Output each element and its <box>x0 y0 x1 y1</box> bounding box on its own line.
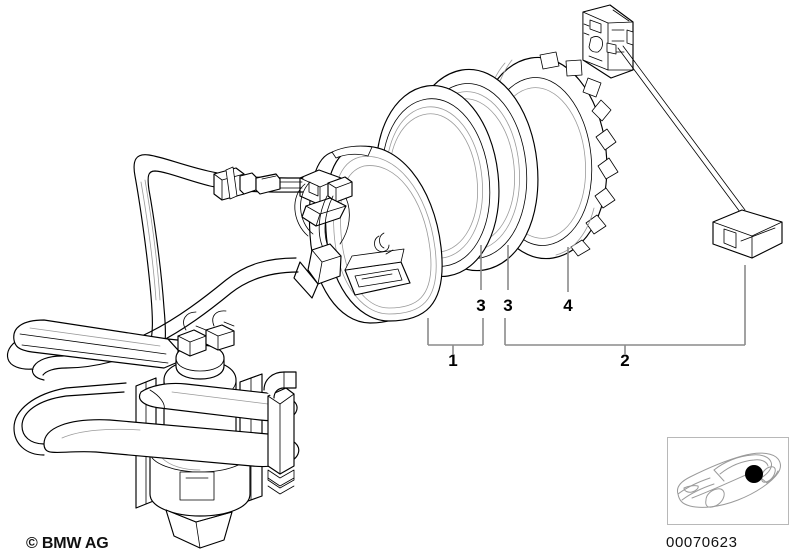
locking-ring-teeth <box>539 51 619 257</box>
callout-1: 1 <box>448 351 458 370</box>
vehicle-outline-drawing <box>677 452 781 508</box>
bracket-1 <box>427 318 484 354</box>
part-fuel-level-sender <box>582 4 783 259</box>
flange-connectors <box>294 169 353 253</box>
part-fuel-pump-flange <box>293 145 443 324</box>
vehicle-location-thumbnail <box>667 437 789 525</box>
diagram-part-number: 00070623 <box>666 534 738 551</box>
copyright-notice: © BMW AG <box>26 535 109 552</box>
callout-3a: 3 <box>476 296 486 315</box>
flange-grab-tab <box>344 248 411 296</box>
part-fuel-pump-module <box>13 310 300 549</box>
location-marker-dot <box>745 465 763 483</box>
sender-float <box>712 209 783 259</box>
bracket-2 <box>504 265 746 354</box>
sender-body <box>582 4 634 79</box>
part-fuel-hoses-upper <box>6 154 304 381</box>
callout-2: 2 <box>620 351 630 370</box>
callout-4: 4 <box>563 296 573 315</box>
hose-connector-upper <box>213 166 281 201</box>
callout-3b: 3 <box>503 296 513 315</box>
flange-emblem <box>374 232 394 255</box>
flange-side-bracket <box>293 243 342 299</box>
sender-rod <box>617 45 746 213</box>
callout-leaders <box>427 245 746 354</box>
